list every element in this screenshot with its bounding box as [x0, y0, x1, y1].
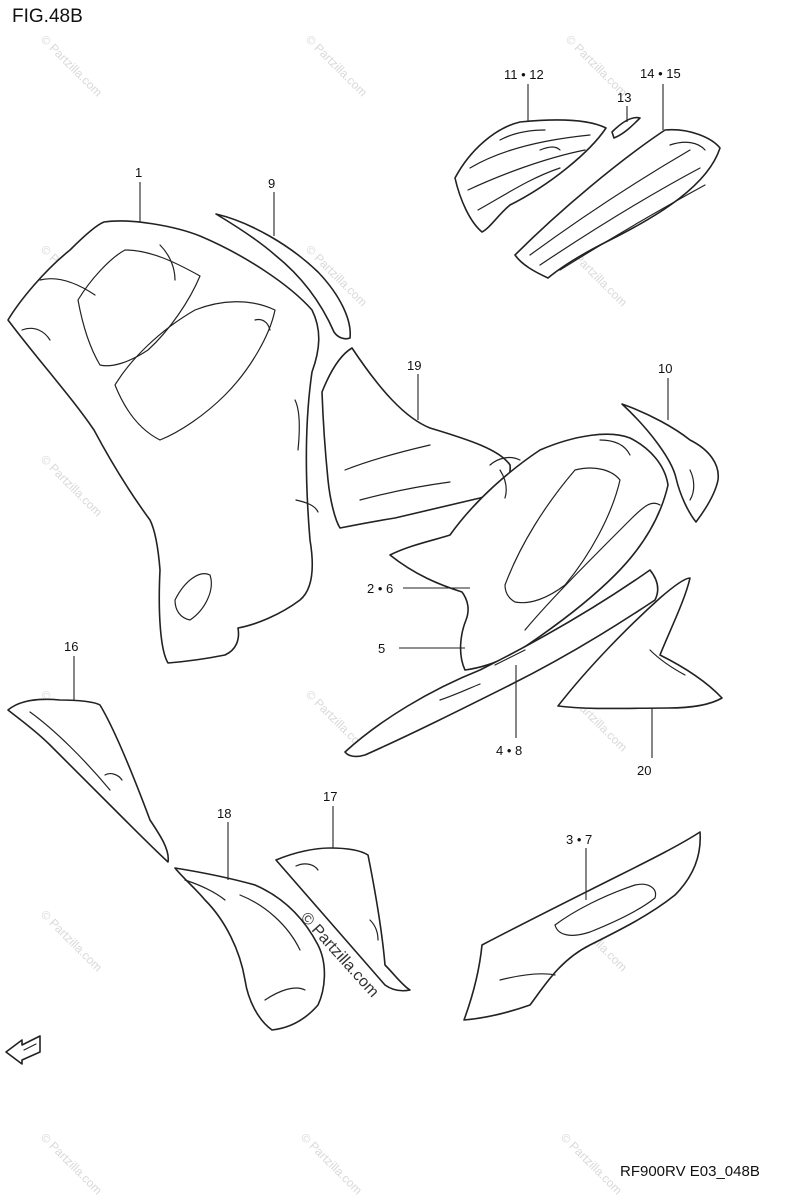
part-1-side-cowl[interactable]: [7, 220, 320, 664]
part-11-12-cowl[interactable]: [454, 119, 607, 233]
callout-label: 17: [323, 789, 337, 804]
watermark-text: © Partzilla.com: [38, 32, 105, 99]
part-19-inner-panel[interactable]: [321, 347, 521, 529]
part-18-inner-panel[interactable]: [174, 867, 326, 1031]
figure-title: FIG.48B: [12, 6, 83, 27]
part-10-trim[interactable]: [621, 403, 719, 523]
part-20-side-panel[interactable]: [557, 577, 723, 710]
callout-label: 3 • 7: [566, 832, 592, 847]
callout-label: 5: [378, 641, 385, 656]
part-13-strip[interactable]: [611, 116, 641, 139]
watermark-text: © Partzilla.com: [303, 32, 370, 99]
part-16-side-panel[interactable]: [7, 698, 170, 863]
part-17-bracket[interactable]: [275, 847, 411, 992]
diagram-code: RF900RV E03_048B: [620, 1163, 760, 1180]
watermark-text: © Partzilla.com: [558, 1130, 625, 1197]
part-3-7-side-panel[interactable]: [463, 831, 701, 1021]
callout-label: 11 • 12: [504, 67, 544, 82]
watermark-text: © Partzilla.com: [298, 1130, 365, 1197]
callout-label: 13: [617, 90, 631, 105]
fwd-arrow-icon: [5, 1035, 41, 1065]
callout-label: 10: [658, 361, 672, 376]
part-14-15-cowl[interactable]: [514, 128, 721, 279]
callout-labels: 1 9 11 • 12 13 14 • 15 19 10 2 • 6 5 4 •…: [64, 66, 681, 847]
callout-label: 18: [217, 806, 231, 821]
callout-label: 2 • 6: [367, 581, 393, 596]
leader-lines: [73, 84, 669, 900]
watermark-text: © Partzilla.com: [38, 452, 105, 519]
watermark-text: © Partzilla.com: [38, 1130, 105, 1197]
part-9-trim[interactable]: [215, 213, 351, 340]
callout-label: 19: [407, 358, 421, 373]
callout-label: 14 • 15: [640, 66, 681, 81]
watermark-text: © Partzilla.com: [38, 907, 105, 974]
part-2-6-5-lower-cowl[interactable]: [389, 433, 669, 671]
callout-label: 16: [64, 639, 78, 654]
callout-label: 4 • 8: [496, 743, 522, 758]
callout-label: 9: [268, 176, 275, 191]
callout-label: 1: [135, 165, 142, 180]
callout-label: 20: [637, 763, 651, 778]
part-4-8-lower-strip[interactable]: [344, 569, 659, 758]
